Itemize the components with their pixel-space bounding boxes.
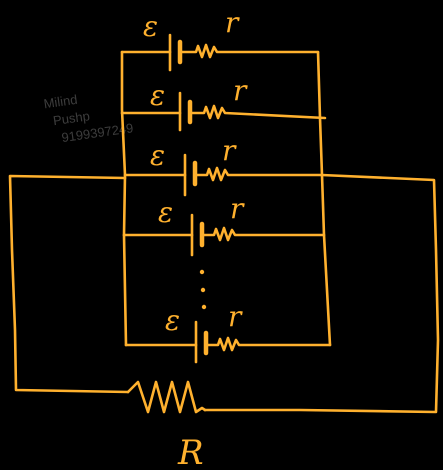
cell-2-emf-label: ε	[150, 79, 165, 112]
cell-5-emf-label: ε	[165, 304, 180, 337]
cell-3-emf-label: ε	[150, 139, 165, 172]
left-bus-wire	[120, 50, 128, 347]
left-outer-wire	[8, 174, 130, 394]
ellipsis-more-cells	[199, 269, 207, 310]
cell-branch-4: ε r	[122, 192, 326, 257]
external-circuit: R	[8, 173, 440, 470]
cell-4-emf-label: ε	[158, 196, 173, 229]
load-resistance-label: R	[177, 433, 204, 470]
right-outer-wire	[203, 173, 440, 414]
cell-branch-3: ε r	[123, 134, 324, 197]
cell-branch-5: ε r	[124, 300, 332, 364]
watermark-line-1: Milind	[43, 92, 79, 112]
cell-3-internal-resistance-label: r	[222, 134, 237, 167]
cell-5-internal-resistance-label: r	[228, 300, 243, 333]
cell-1-internal-resistance-label: r	[225, 6, 240, 39]
cell-2-internal-resistance-label: r	[233, 74, 248, 107]
cell-branch-2: ε r	[120, 74, 327, 132]
cell-branch-1: ε r	[120, 6, 320, 72]
cell-4-internal-resistance-label: r	[230, 192, 245, 225]
cell-1-emf-label: ε	[143, 10, 158, 43]
right-bus-wire	[316, 50, 332, 347]
load-resistor	[126, 380, 207, 414]
watermark: Milind Pushp 9199397249	[43, 92, 135, 145]
watermark-line-2: Pushp	[52, 108, 91, 128]
